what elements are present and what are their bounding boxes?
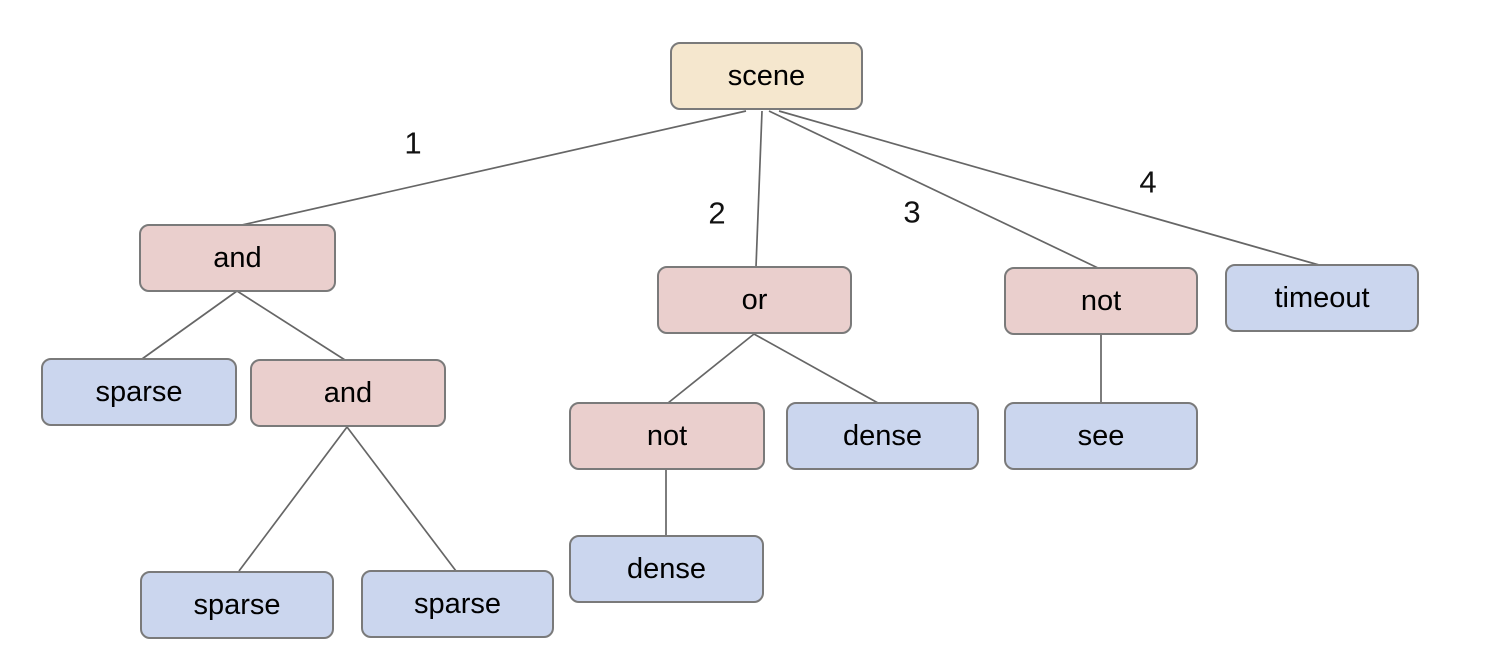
node-scene-label: scene xyxy=(727,59,806,92)
node-or-1-label: or xyxy=(741,283,768,316)
node-and-2: and xyxy=(250,359,446,427)
edge-scene-not-1 xyxy=(768,110,1099,269)
edge-label-2: 2 xyxy=(708,195,726,231)
edge-scene-or-1 xyxy=(755,110,763,268)
node-see-1-label: see xyxy=(1077,419,1125,452)
node-and-2-label: and xyxy=(323,376,373,409)
edge-scene-and-1 xyxy=(241,110,747,226)
node-dense-2-label: dense xyxy=(626,552,706,585)
edge-and-2-sparse-3 xyxy=(346,426,457,572)
node-sparse-1: sparse xyxy=(41,358,237,426)
edge-label-3: 3 xyxy=(903,194,921,230)
edge-scene-timeout-1 xyxy=(778,110,1320,266)
node-and-1-label: and xyxy=(213,241,262,274)
node-see-1: see xyxy=(1004,402,1198,470)
node-sparse-3-label: sparse xyxy=(413,587,502,620)
edge-or-1-not-2 xyxy=(667,333,755,404)
node-sparse-2: sparse xyxy=(140,571,334,639)
node-not-2-label: not xyxy=(646,419,688,452)
node-dense-2: dense xyxy=(569,535,764,603)
edge-or-1-dense-1 xyxy=(753,333,879,404)
node-scene: scene xyxy=(670,42,863,110)
edge-label-4: 4 xyxy=(1139,164,1157,200)
node-or-1: or xyxy=(657,266,852,334)
edge-and-1-and-2 xyxy=(236,290,346,361)
node-not-2: not xyxy=(569,402,765,470)
node-sparse-3: sparse xyxy=(361,570,554,638)
node-not-1-label: not xyxy=(1080,284,1122,317)
node-and-1: and xyxy=(139,224,336,292)
node-sparse-2-label: sparse xyxy=(193,588,281,621)
node-dense-1: dense xyxy=(786,402,979,470)
node-dense-1-label: dense xyxy=(842,419,922,452)
edge-and-1-sparse-1 xyxy=(141,290,238,360)
node-sparse-1-label: sparse xyxy=(95,375,183,408)
node-timeout-1-label: timeout xyxy=(1274,281,1370,314)
node-not-1: not xyxy=(1004,267,1198,335)
edge-and-2-sparse-2 xyxy=(238,426,348,572)
edge-label-1: 1 xyxy=(404,125,422,161)
node-timeout-1: timeout xyxy=(1225,264,1419,332)
